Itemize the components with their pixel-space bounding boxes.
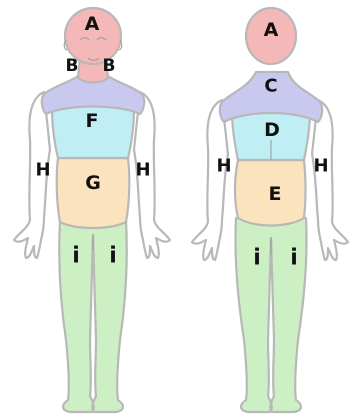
label-front-arm-right: H: [135, 160, 150, 181]
label-back-arm-left: H: [216, 156, 231, 177]
label-back-arm-right: H: [313, 156, 328, 177]
label-front-neck-right: B: [103, 56, 116, 76]
back-left-arm: [192, 100, 228, 260]
label-front-head: A: [85, 13, 100, 35]
label-front-arm-left: H: [35, 160, 50, 181]
label-back-lower-back: E: [269, 183, 282, 205]
label-back-upper-back: C: [264, 76, 277, 97]
label-back-leg-right: i: [290, 246, 298, 271]
back-right-arm: [312, 100, 348, 260]
label-back-mid-back: D: [264, 119, 280, 141]
label-front-leg-left: i: [72, 244, 80, 269]
back-view: [192, 8, 348, 412]
label-front-abdomen: G: [85, 172, 101, 194]
label-back-head: A: [264, 19, 279, 41]
label-front-leg-right: i: [109, 244, 117, 269]
label-front-neck-left: B: [66, 56, 79, 76]
label-back-leg-left: i: [253, 246, 261, 271]
label-front-chest: F: [86, 110, 99, 132]
front-view: [14, 8, 170, 412]
